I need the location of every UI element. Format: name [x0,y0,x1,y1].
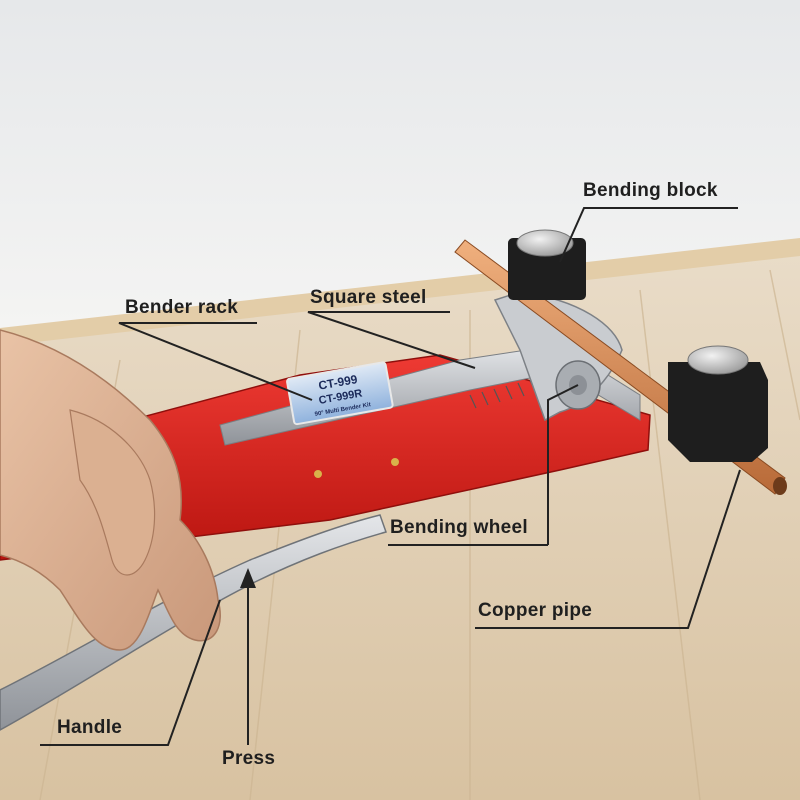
callout-lines [40,207,741,746]
nameplate: CT-999 CT-999R 90° Multi Bender Kit [286,361,394,426]
rivet [391,458,399,466]
label-copper-pipe: Copper pipe [478,600,593,621]
rivet [314,470,322,478]
bending-block-back [508,229,586,300]
pipe-end [773,477,787,495]
callout-handle [40,599,221,746]
label-bender-rack: Bender rack [125,297,239,318]
callout-bender-rack [118,322,313,401]
label-handle: Handle [57,717,123,738]
label-press: Press [222,748,276,769]
label-bending-wheel: Bending wheel [390,517,528,538]
press-arrow [240,568,256,588]
thumb [69,409,156,576]
callout-bending-block [559,207,738,263]
callout-bending-wheel [547,384,579,545]
label-bending-block: Bending block [583,180,718,201]
callout-copper-pipe [475,469,741,629]
nameplate-line1: CT-999 [317,372,359,393]
baseboard [0,238,800,346]
callout-square-steel [307,311,476,369]
bending-block-front [668,345,768,462]
label-square-steel: Square steel [310,287,427,308]
